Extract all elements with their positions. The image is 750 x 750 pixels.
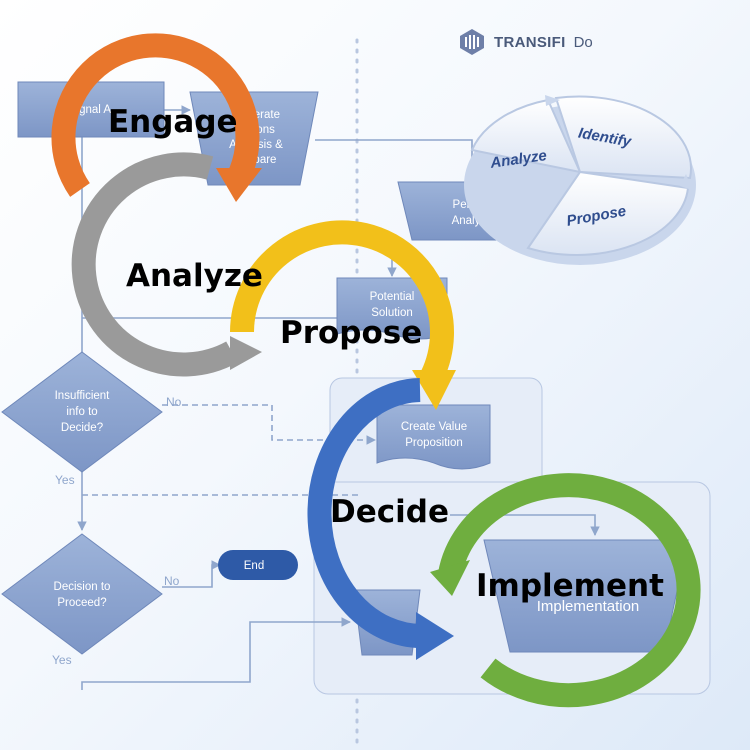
label-yes-2: Yes — [52, 653, 72, 667]
node-decision-line1: Decision to — [54, 581, 111, 593]
cycle-label-implement: Implement — [476, 568, 664, 604]
node-create-value-line2: Proposition — [405, 437, 463, 449]
wheel-segment-analyze — [470, 98, 582, 174]
node-insufficient-line2: info to — [66, 406, 97, 418]
node-insufficient-line3: Decide? — [61, 422, 103, 434]
node-end-text: End — [244, 560, 264, 572]
cycle-arrow-implement — [430, 473, 701, 708]
wheel-segment-propose — [526, 170, 690, 257]
node-decision-to-proceed: Decision to Proceed? — [1, 533, 163, 655]
wheel-segment-identify — [554, 95, 692, 180]
brand-name: TRANSIFI — [494, 33, 566, 51]
label-no-1: No — [166, 395, 182, 409]
label-no-2: No — [164, 574, 180, 588]
node-decision-line2: Proceed? — [57, 597, 106, 609]
brand: TRANSIFI Do — [458, 28, 593, 56]
node-insufficient-line1: Insufficient — [55, 390, 111, 402]
cycle-arrow-decide — [307, 378, 454, 660]
cycle-arrow-engage — [51, 33, 262, 202]
analysis-wheel: Analyze Identify Propose — [464, 95, 696, 265]
node-create-value: Create Value Proposition — [376, 404, 491, 470]
cycle-label-analyze: Analyze — [126, 258, 263, 294]
cycle-label-decide: Decide — [330, 494, 449, 530]
cycle-arrow-propose — [230, 220, 456, 410]
cycle-arrow-analyze — [71, 152, 262, 377]
node-end: End — [218, 550, 298, 580]
cycle-label-propose: Propose — [280, 315, 422, 351]
node-potential-solution-line2: Solution — [371, 307, 413, 319]
node-potential-solution: Potential Solution — [336, 277, 448, 340]
transifi-logo-icon — [460, 29, 484, 55]
cycle-label-engage: Engage — [108, 104, 238, 140]
node-implementation-text: Implementation — [537, 598, 640, 615]
node-create-value-line1: Create Value — [401, 421, 467, 433]
node-potential-solution-line1: Potential — [370, 291, 415, 303]
node-insufficient-info: Insufficient info to Decide? — [1, 351, 163, 473]
label-yes-1: Yes — [55, 473, 75, 487]
brand-suffix: Do — [573, 33, 593, 51]
node-implementation: Implementation — [483, 539, 689, 653]
